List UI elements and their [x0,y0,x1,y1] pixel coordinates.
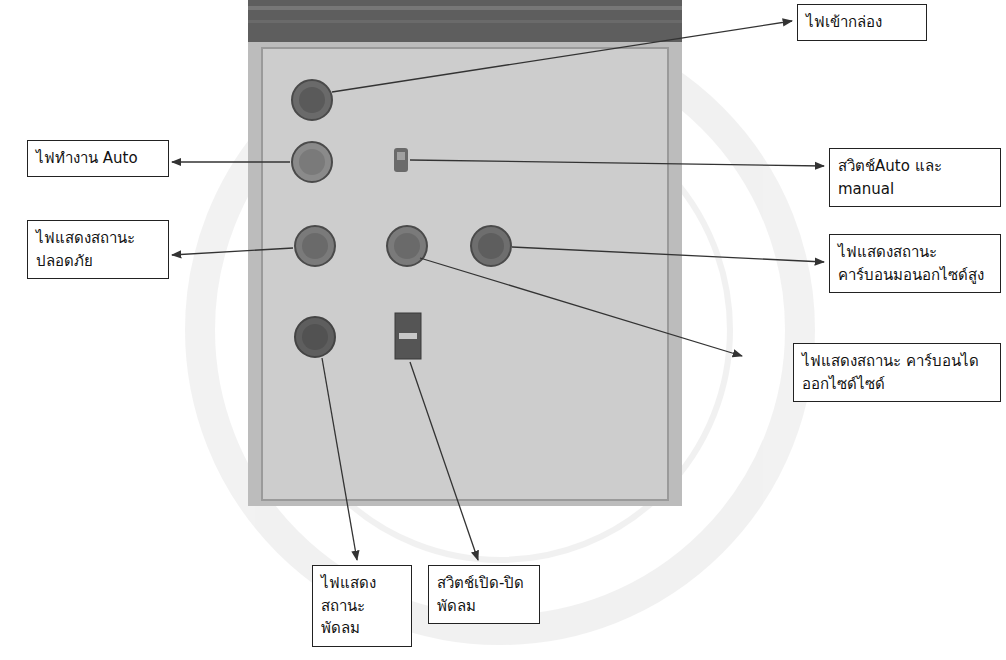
callout-box: ไฟแสดงสถานะ ปลอดภัย [27,220,169,279]
rocker-switch [395,313,421,359]
callout-label: ไฟแสดง สถานะพัดลม [321,572,403,640]
callout-box: ไฟทำงาน Auto [27,140,169,177]
callout-label: ไฟแสดงสถานะ คาร์บอนไดออกไซด์ไซด์ [802,350,992,395]
leader-arrows [172,21,824,560]
panel-face [262,48,668,500]
callout-box: สวิตช์Auto และ manual [829,148,1001,207]
callout-box: สวิตช์เปิด-ปิด พัดลม [428,565,540,624]
callout-box: ไฟแสดง สถานะพัดลม [312,565,412,647]
callout-label: ไฟเข้ากล่อง [806,11,918,34]
panel-top-band [248,0,682,42]
callout-label: ไฟทำงาน Auto [36,147,160,170]
callout-label: สวิตช์เปิด-ปิด พัดลม [437,572,531,617]
panel-housing [248,0,682,506]
callout-box: ไฟแสดงสถานะ คาร์บอนไดออกไซด์ไซด์ [793,343,1001,402]
callout-box: ไฟแสดงสถานะ คาร์บอนมอนอกไซด์สูง [829,234,1001,293]
callout-label: สวิตช์Auto และ manual [838,155,992,200]
callout-label: ไฟแสดงสถานะ คาร์บอนมอนอกไซด์สูง [838,241,992,286]
selector-switch [394,148,408,172]
watermark [200,30,800,630]
callout-label: ไฟแสดงสถานะ ปลอดภัย [36,227,160,272]
callout-box: ไฟเข้ากล่อง [797,4,927,41]
